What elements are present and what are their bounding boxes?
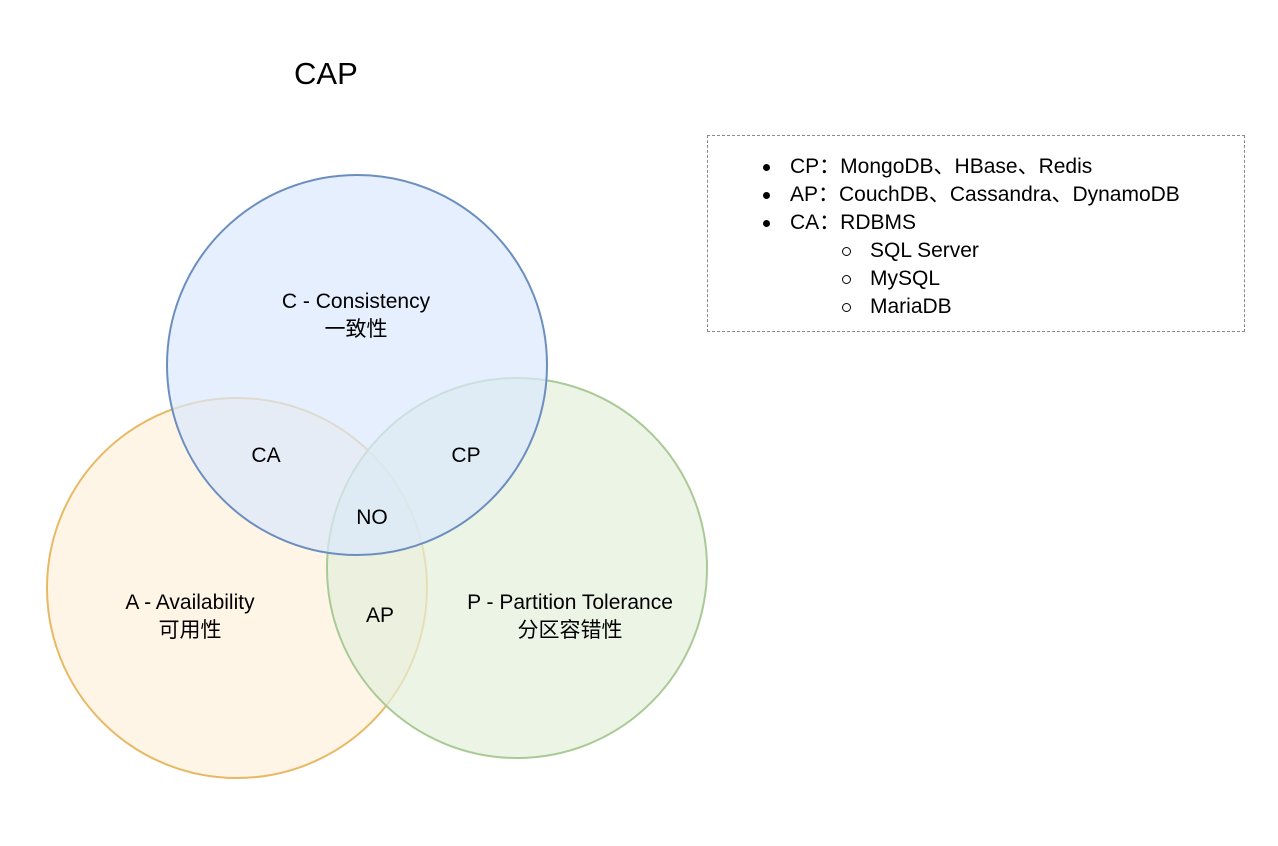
legend-subitem-sqlserver: SQL Server — [708, 237, 1244, 265]
consistency-label: C - Consistency 一致性 — [282, 288, 430, 344]
legend-item-text: AP：CouchDB、Cassandra、DynamoDB — [790, 183, 1180, 206]
region-none-label: NO — [356, 506, 388, 529]
legend-item-cp: CP：MongoDB、HBase、Redis — [708, 153, 1244, 181]
region-ap-label: AP — [365, 604, 395, 627]
legend-subitem-text: MariaDB — [870, 295, 952, 318]
bullet-icon — [763, 220, 770, 227]
open-bullet-icon — [842, 247, 851, 256]
legend-item-text: CP：MongoDB、HBase、Redis — [790, 155, 1093, 178]
legend-subitem-mariadb: MariaDB — [708, 293, 1244, 321]
availability-label: A - Availability 可用性 — [125, 589, 254, 645]
legend-subitem-mysql: MySQL — [708, 265, 1244, 293]
legend-item-ap: AP：CouchDB、Cassandra、DynamoDB — [708, 181, 1244, 209]
availability-label-en: A - Availability — [125, 591, 255, 614]
legend-subitem-text: SQL Server — [870, 239, 979, 262]
diagram-title: CAP — [294, 56, 358, 91]
consistency-label-en: C - Consistency — [281, 290, 431, 313]
legend-sublist: SQL Server MySQL MariaDB — [790, 237, 1244, 321]
bullet-icon — [763, 164, 770, 171]
availability-label-zh: 可用性 — [158, 619, 222, 642]
consistency-circle — [166, 174, 548, 556]
region-cp-label: CP — [451, 444, 481, 467]
open-bullet-icon — [842, 303, 851, 312]
partition-label: P - Partition Tolerance 分区容错性 — [467, 589, 673, 645]
consistency-label-zh: 一致性 — [324, 318, 388, 341]
legend-item-text: CA：RDBMS — [790, 211, 917, 234]
bullet-icon — [763, 192, 770, 199]
partition-label-zh: 分区容错性 — [517, 619, 623, 642]
region-ca-label: CA — [251, 444, 281, 467]
legend-box: CP：MongoDB、HBase、Redis AP：CouchDB、Cassan… — [707, 135, 1245, 332]
legend-list: CP：MongoDB、HBase、Redis AP：CouchDB、Cassan… — [708, 153, 1244, 321]
legend-subitem-text: MySQL — [870, 267, 941, 290]
legend-item-ca: CA：RDBMS SQL Server MySQL MariaDB — [708, 209, 1244, 321]
open-bullet-icon — [842, 275, 851, 284]
partition-label-en: P - Partition Tolerance — [467, 591, 673, 614]
